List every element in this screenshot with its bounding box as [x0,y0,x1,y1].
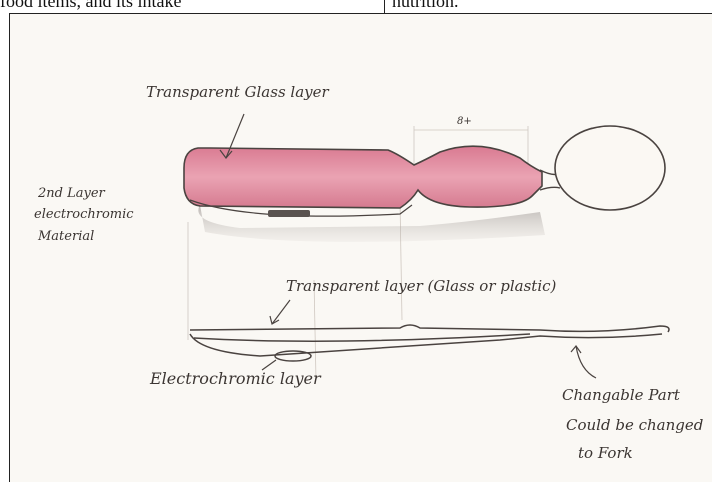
spoon-shadow [198,205,545,242]
side-inner-line [194,334,530,341]
label-dimension: 8+ [457,116,472,127]
label-second-layer-line1: 2nd Layer [37,186,106,201]
label-changeable-part-line2: Could be changed [566,416,703,434]
label-glass-layer: Transparent Glass layer [146,83,330,101]
side-lower-edge [190,334,662,356]
side-upper-edge [190,325,669,332]
electrochromic-blob [275,351,311,361]
spoon-side-view [190,325,669,361]
handle-outline [184,146,542,208]
label-second-layer-line2: electrochromic [34,207,134,222]
label-second-layer-line3: Material [37,229,94,244]
spoon-bowl [555,126,665,210]
spoon-top-view [184,126,665,242]
label-changeable-part-line1: Changable Part [562,386,681,404]
label-changeable-part-line3: to Fork [578,444,633,462]
electrochromic-strip [268,210,310,217]
label-transparent-layer: Transparent layer (Glass or plastic) [286,277,557,295]
transparent-layer-arrow [272,300,290,324]
label-electrochromic-layer: Electrochromic layer [149,369,322,388]
